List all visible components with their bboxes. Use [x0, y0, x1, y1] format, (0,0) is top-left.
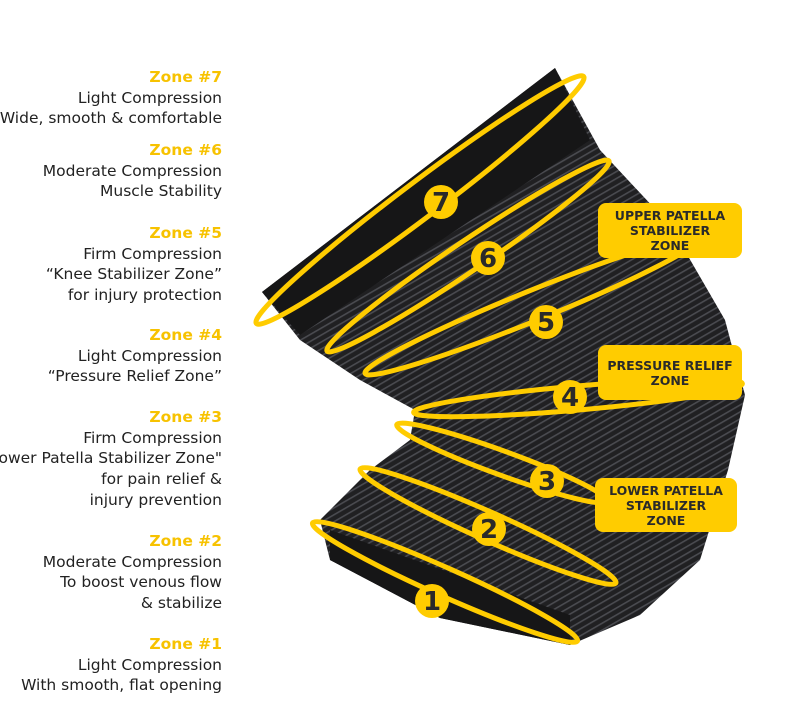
zone-line: “Pressure Relief Zone”: [47, 367, 222, 386]
sleeve-bottom-band: [330, 530, 570, 645]
ring-number-badge: 4: [553, 380, 587, 414]
callout-line: UPPER PATELLA: [614, 208, 726, 223]
zone-5-description: Zone #5 Firm Compression “Knee Stabilizer …: [46, 223, 222, 306]
ring-number-badge: 6: [471, 241, 505, 275]
zone-3-description: Zone #3 Firm Compression "Lower Patella St…: [0, 407, 222, 511]
callout-line: LOWER PATELLA: [609, 482, 723, 498]
zone-line: & stabilize: [140, 594, 222, 613]
zone-2-description: Zone #2 Moderate Compression To boost veno…: [43, 531, 222, 614]
ring-number-badge: 5: [529, 305, 563, 339]
zone-title: Zone #6: [149, 141, 222, 159]
zone-title: Zone #4: [149, 326, 222, 344]
ring-number: 1: [423, 587, 441, 617]
ring-number: 4: [561, 383, 579, 413]
zone-line: Firm Compression: [83, 244, 222, 263]
zone-title: Zone #3: [149, 408, 222, 426]
zone-line: Light Compression: [77, 655, 222, 674]
ring-number: 5: [537, 308, 555, 338]
ring-number-badge: 3: [530, 464, 564, 498]
ring-number: 2: [480, 515, 498, 545]
zone-line: “Knee Stabilizer Zone”: [45, 265, 222, 284]
zone-line: Firm Compression: [83, 428, 222, 447]
zone-line: Muscle Stability: [100, 182, 222, 201]
zone-4-description: Zone #4 Light Compression “Pressure Relief…: [48, 325, 222, 387]
ring-number: 6: [479, 244, 497, 274]
callout-line: STABILIZER: [625, 497, 707, 513]
zone-line: for pain relief &: [101, 470, 222, 489]
ring-number-badge: 2: [472, 512, 506, 546]
zone-title: Zone #2: [149, 532, 222, 550]
zone-line: for injury protection: [67, 286, 222, 305]
zone-line: With smooth, flat opening: [21, 676, 222, 695]
zone-line: "Lower Patella Stabilizer Zone": [0, 449, 222, 468]
zone-title: Zone #5: [149, 224, 222, 242]
zone-line: Moderate Compression: [42, 552, 222, 571]
callout-line: ZONE: [650, 372, 690, 388]
ring-number-badge: 1: [415, 584, 449, 618]
callout-line: PRESSURE RELIEF: [607, 357, 733, 373]
zone-line: Moderate Compression: [42, 161, 222, 180]
callout-line: STABILIZER: [629, 223, 711, 238]
ring-number: 3: [538, 467, 556, 497]
zone-title: Zone #1: [149, 635, 222, 653]
callout-line: ZONE: [646, 512, 686, 528]
zone-line: Wide, smooth & comfortable: [0, 109, 222, 128]
zone-title: Zone #7: [149, 68, 222, 86]
ring-number-badge: 7: [424, 185, 458, 219]
zone-line: Light Compression: [77, 346, 222, 365]
ring-number: 7: [432, 188, 450, 218]
zone-line: Light Compression: [77, 88, 222, 107]
zone-line: To boost venous flow: [60, 573, 222, 592]
callout-line: ZONE: [650, 238, 690, 253]
zone-line: injury prevention: [89, 490, 222, 509]
